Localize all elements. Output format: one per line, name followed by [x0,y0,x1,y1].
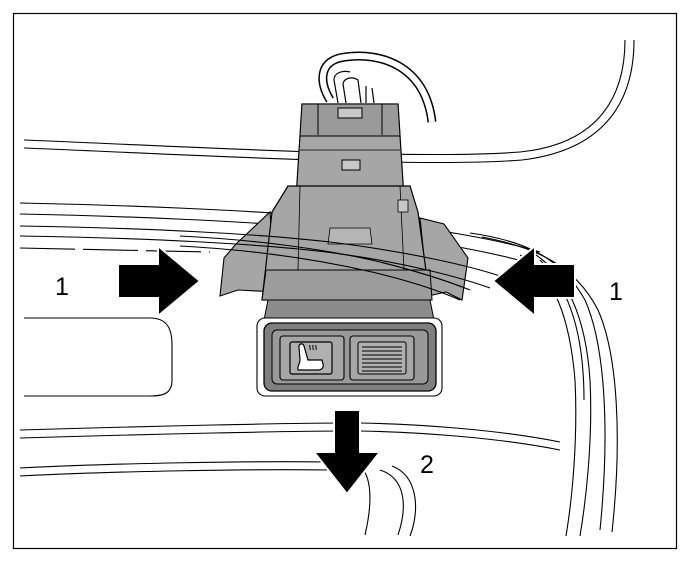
figure-frame [12,12,678,550]
level-indicator-icon [357,341,407,375]
seat-heater-icon [289,341,333,375]
trim-strip-over-lines [19,225,501,301]
connector-plug [295,103,405,199]
callout-right-label: 1 [609,278,623,306]
seat-heater-switch [256,317,443,397]
wire-harness [318,51,437,123]
callout-down-label: 2 [420,451,434,479]
switch-housing [219,185,469,321]
arrow-down-icon [311,409,383,496]
panel-contour-lines [19,39,635,537]
callout-left-label: 1 [55,273,69,301]
arrow-left-icon [491,243,576,319]
arrow-right-icon [117,243,202,319]
